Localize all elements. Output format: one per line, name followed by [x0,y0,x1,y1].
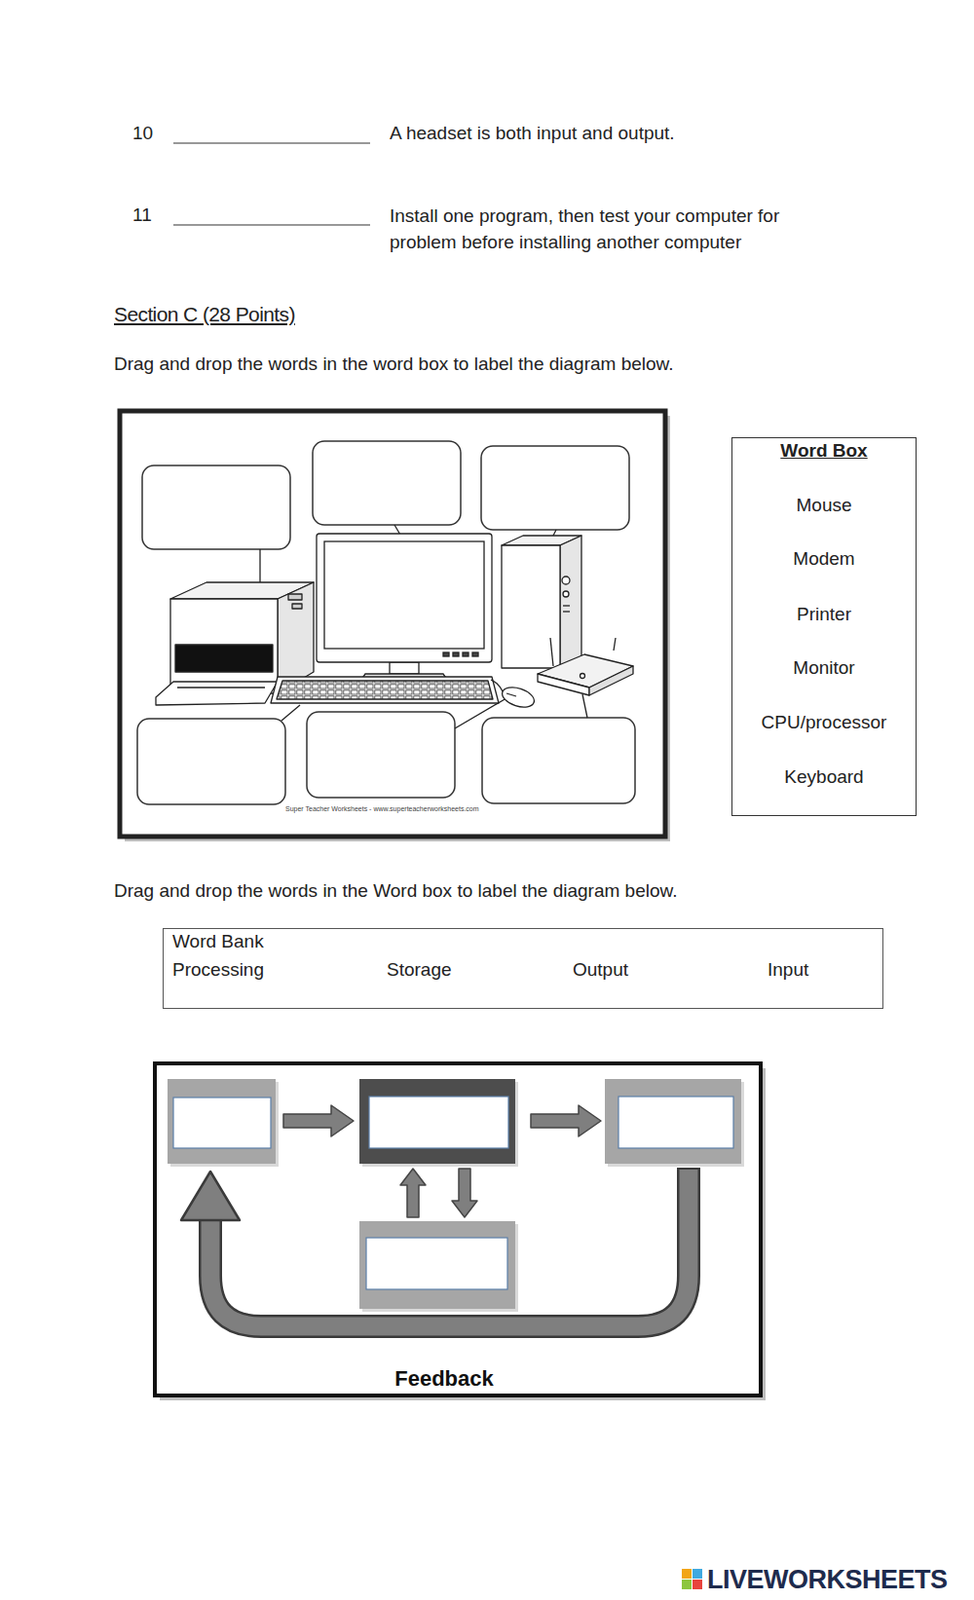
empty-label-box [306,711,455,798]
mouse-drawing [506,693,517,697]
answer-blank [173,142,371,144]
logo-icon [692,1569,703,1579]
printer-drawing [292,603,302,609]
modem-drawing [550,637,554,667]
computer-frame [119,411,666,837]
word-option: Monitor [792,656,855,680]
mouse-drawing [499,683,537,712]
empty-answer-box [604,1079,742,1164]
feedback-loop-arrow [210,1167,689,1327]
word-option: CPU/processor [761,711,888,735]
feedback-loop-arrow [181,1171,240,1221]
modem-drawing [580,674,586,679]
printer-drawing [155,681,278,706]
empty-answer-box [359,1221,516,1310]
flow-arrow [530,1105,601,1137]
keyboard-drawing [270,676,499,704]
word-option: Input [767,958,809,982]
word-option: Processing [172,958,264,982]
section-heading: Section C (28 Points) [113,301,296,328]
credit-text: Super Teacher Worksheets - www.superteac… [285,804,480,815]
tower-drawing [561,576,570,585]
mouse-drawing [490,679,537,712]
feedback-label: Feedback [346,1365,542,1393]
feedback-loop-arrow [181,1167,689,1327]
empty-answer-box [173,1097,271,1149]
printer-drawing [170,599,278,694]
watermark-logo: LIVEWORKSHEETS [707,1564,948,1596]
box-heading: Word Bank [172,930,264,954]
printer-drawing [288,594,302,600]
monitor-drawing [443,652,450,657]
box-heading: Word Box [780,439,867,463]
feedback-frame [154,1063,761,1396]
empty-answer-box [167,1079,276,1164]
feedback-loop-arrow [210,1169,689,1327]
modem-drawing [613,637,616,651]
empty-label-box [481,446,630,530]
tower-drawing [501,535,582,669]
feedback-frame [154,1063,766,1401]
monitor-drawing [316,533,492,681]
word-option: Modem [792,547,855,571]
leader-line [582,694,588,718]
logo-icon [692,1579,703,1590]
word-box: Word BoxMouseModemPrinterMonitorCPU/proc… [731,437,917,817]
flow-arrow [400,1168,426,1218]
empty-answer-box [618,1096,734,1149]
modem-drawing [589,666,634,696]
empty-label-box [137,441,636,805]
tower-drawing [562,610,570,612]
monitor-drawing [316,533,492,663]
empty-answer-box [167,1079,745,1312]
tower-drawing [560,535,582,669]
printer-drawing [177,686,265,688]
empty-answer-box [359,1079,516,1164]
leader-line [260,524,588,729]
word-bank: Word BankProcessing Storage Output Input [162,928,884,1010]
word-option: Keyboard [784,765,863,789]
flow-arrow [451,1168,478,1218]
tower-drawing [562,604,570,606]
printer-drawing [175,644,273,673]
tower-drawing [562,591,569,598]
logo-icon [681,1569,692,1579]
instruction-text: Drag and drop the words in the word box … [113,352,675,376]
question-number: 10 [132,121,153,146]
monitor-drawing [452,652,459,657]
keyboard-drawing [276,680,493,700]
empty-label-box [137,718,286,805]
monitor-drawing [462,652,469,657]
empty-answer-box [366,1237,508,1290]
empty-label-box [312,441,461,525]
monitor-drawing [324,541,485,649]
tower-drawing [501,545,561,669]
empty-label-box [482,717,636,804]
logo-icon [681,1569,703,1590]
monitor-drawing [389,662,419,675]
answer-blank [173,143,371,225]
keyboard-drawing [270,676,499,704]
word-option: Output [572,958,629,982]
question-text: Install one program, then test your comp… [389,202,848,256]
modem-drawing [537,674,590,696]
empty-label-box [142,465,291,550]
modem-drawing [537,637,634,696]
word-option: Printer [796,602,852,627]
monitor-drawing [472,652,479,657]
flow-arrow [283,1105,354,1137]
question-text: A headset is both input and output. [389,121,675,146]
word-option: Storage [386,958,452,982]
answer-blank [173,224,371,225]
empty-answer-box [369,1096,509,1149]
leader-line [281,705,300,721]
question-number: 11 [132,203,152,227]
computer-frame [119,411,671,842]
mouse-drawing [490,679,503,692]
instruction-text: Drag and drop the words in the Word box … [113,879,677,903]
logo-icon [681,1579,692,1590]
word-option: Mouse [795,493,852,518]
printer-drawing [170,582,314,600]
